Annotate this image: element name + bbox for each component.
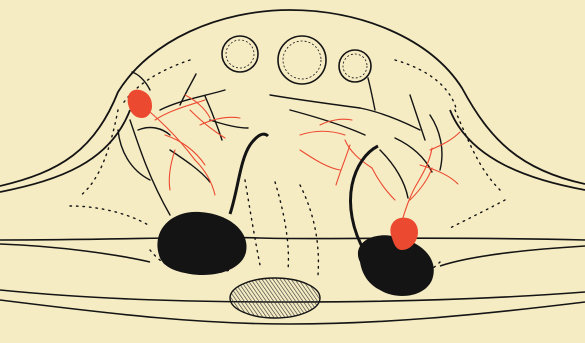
black-branches-right [270, 78, 442, 198]
cavity-lines [0, 237, 585, 266]
black-neuron-right [351, 146, 434, 296]
red-neuron-upper-left [128, 90, 152, 118]
ventral-oval [230, 278, 320, 318]
red-branches [150, 95, 460, 228]
dorsal-vessels [222, 36, 371, 84]
black-neuron-left [157, 134, 268, 275]
